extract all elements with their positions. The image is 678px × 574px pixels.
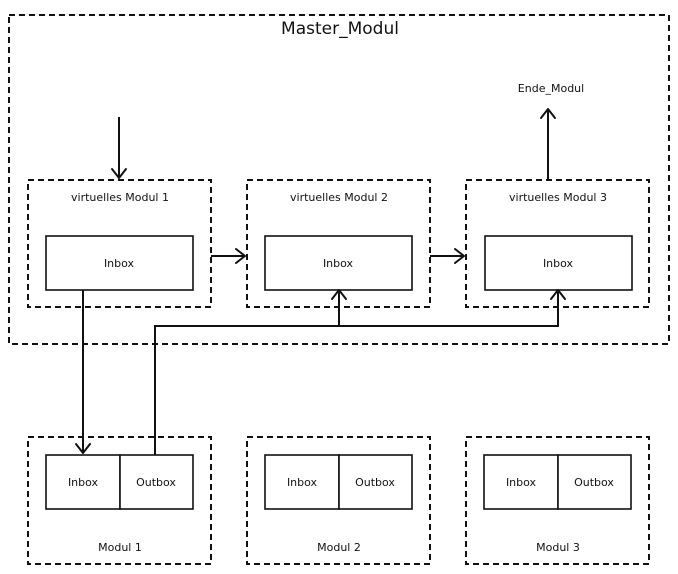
arrow-module1-outbox-to-vm-inboxes <box>154 289 566 455</box>
module-3-container <box>465 436 650 565</box>
arrow-vm1-to-vm2 <box>211 248 246 264</box>
module-3-inbox-label: Inbox <box>506 476 537 489</box>
module-2: Inbox Outbox Modul 2 <box>246 436 431 565</box>
virtual-module-1: virtuelles Modul 1 Inbox <box>27 179 212 308</box>
module-2-outbox <box>338 454 413 510</box>
virtual-module-1-title: virtuelles Modul 1 <box>71 191 169 204</box>
module-2-container <box>246 436 431 565</box>
module-3-title: Modul 3 <box>536 541 580 554</box>
module-2-outbox-label: Outbox <box>355 476 395 489</box>
arrow-vm3-to-ende <box>540 108 556 180</box>
module-1-inbox-label: Inbox <box>68 476 99 489</box>
virtual-module-3-inbox <box>484 235 633 291</box>
ende-modul-label: Ende_Modul <box>518 82 584 95</box>
module-1-outbox <box>119 454 194 510</box>
arrow-vm2-to-vm3 <box>430 248 465 264</box>
virtual-module-1-container <box>27 179 212 308</box>
entry-arrow <box>111 117 127 179</box>
arrow-vm1-inbox-to-module1-inbox <box>75 290 91 454</box>
module-2-inbox <box>264 454 340 510</box>
module-3: Inbox Outbox Modul 3 <box>465 436 650 565</box>
virtual-module-3: virtuelles Modul 3 Inbox <box>465 179 650 308</box>
module-3-outbox-label: Outbox <box>574 476 614 489</box>
virtual-module-2-inbox-label: Inbox <box>323 257 354 270</box>
virtual-module-2-title: virtuelles Modul 2 <box>290 191 388 204</box>
master-modul-container <box>8 14 670 345</box>
module-1-title: Modul 1 <box>98 541 142 554</box>
virtual-module-1-inbox-label: Inbox <box>104 257 135 270</box>
module-1-container <box>27 436 212 565</box>
virtual-module-3-inbox-label: Inbox <box>543 257 574 270</box>
module-3-outbox <box>557 454 632 510</box>
module-1-outbox-label: Outbox <box>136 476 176 489</box>
module-1: Inbox Outbox Modul 1 <box>27 436 212 565</box>
virtual-module-1-inbox <box>45 235 194 291</box>
module-2-title: Modul 2 <box>317 541 361 554</box>
virtual-module-2-inbox <box>264 235 413 291</box>
master-modul-title: Master_Modul <box>281 19 399 39</box>
virtual-module-2: virtuelles Modul 2 Inbox <box>246 179 431 308</box>
virtual-module-3-title: virtuelles Modul 3 <box>509 191 607 204</box>
module-2-inbox-label: Inbox <box>287 476 318 489</box>
